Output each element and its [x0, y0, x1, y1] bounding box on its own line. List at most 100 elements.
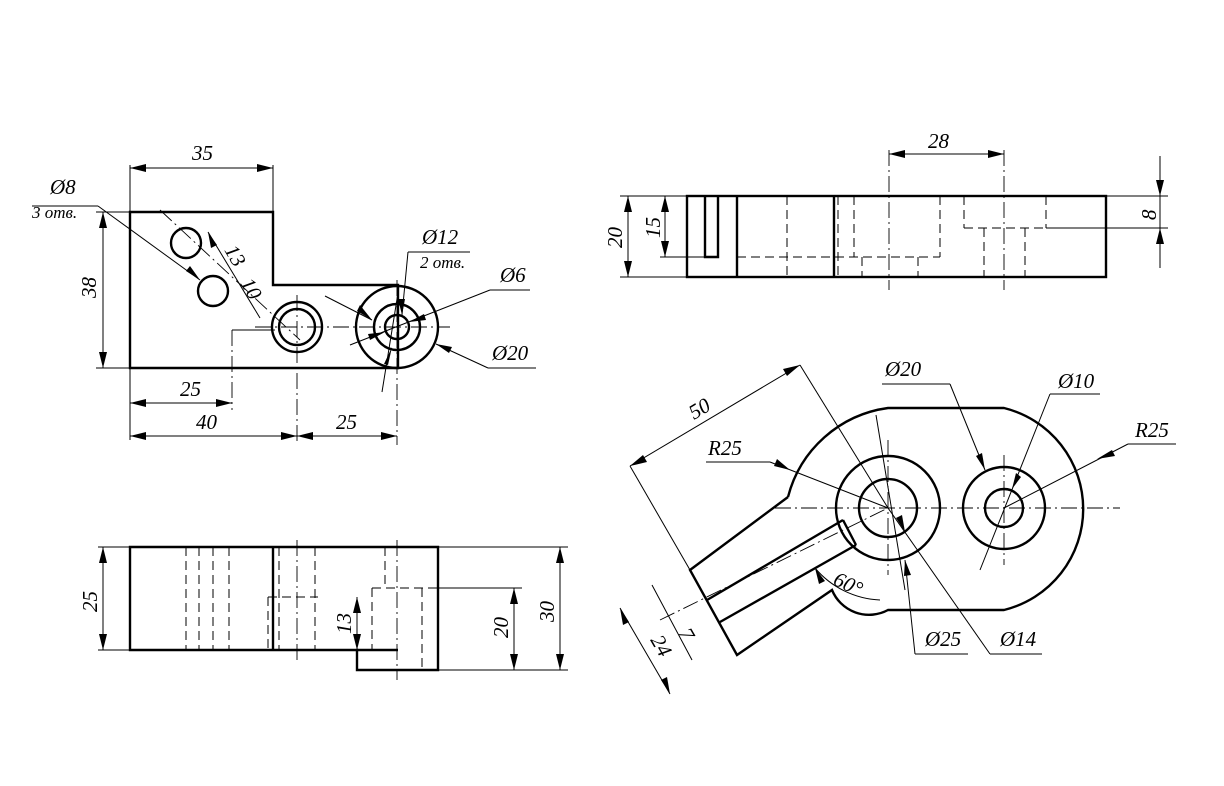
hole-1	[169, 226, 203, 260]
side-view: 28 20 15 8	[603, 129, 1168, 290]
arrowhead	[661, 677, 670, 694]
arrowhead	[353, 634, 361, 650]
arrowhead	[99, 547, 107, 563]
slot	[703, 196, 720, 259]
dim-10-label: 10	[236, 274, 268, 305]
r25-right-label: R25	[1134, 418, 1169, 442]
ext-line	[629, 465, 691, 571]
arrowhead	[661, 196, 669, 212]
dim-line-7	[651, 584, 693, 661]
dim-15-label: 15	[641, 217, 665, 238]
plan-view: 50 R25 Ø20 Ø10 R25 60° 7 24 Ø25	[619, 357, 1176, 695]
boss-dia-label: Ø20	[491, 341, 529, 365]
dim-line-13	[207, 231, 261, 319]
arrowhead	[297, 432, 313, 440]
dim-40-label: 40	[196, 410, 218, 434]
arrowhead	[556, 654, 564, 670]
bore-count-label: 2 отв.	[420, 253, 465, 272]
dim-35-label: 35	[191, 141, 213, 165]
r25-left-label: R25	[707, 436, 742, 460]
arrowhead	[99, 212, 107, 228]
arrowhead	[186, 266, 200, 280]
arrowhead	[398, 299, 405, 315]
dia-20-label: Ø20	[884, 357, 922, 381]
arrowhead	[510, 654, 518, 670]
dim-7-label: 7	[674, 624, 701, 646]
hole-dia-label: Ø8	[49, 175, 76, 199]
arrowhead	[510, 588, 518, 604]
arrowhead	[216, 399, 232, 407]
side-outline	[685, 194, 1108, 279]
leader-line	[875, 414, 906, 591]
arrowhead	[208, 232, 217, 248]
slot-end	[841, 519, 858, 546]
dim-30-label: 30	[535, 601, 559, 624]
arrowhead	[976, 453, 985, 470]
arrowhead	[381, 432, 397, 440]
dim-20-label: 20	[603, 227, 627, 249]
arrowhead	[904, 560, 911, 576]
slot-edge	[706, 518, 844, 602]
arrowhead	[783, 365, 800, 376]
inner-dia-label: Ø6	[499, 263, 526, 287]
plan-outline	[688, 406, 1085, 657]
dia-25-label: Ø25	[924, 627, 961, 651]
slot-edge	[719, 543, 857, 624]
arrowhead	[1156, 228, 1164, 244]
dim-24-label: 24	[646, 631, 678, 662]
bottom-view: 25 13 20 30	[78, 540, 568, 680]
arrowhead	[1097, 450, 1115, 459]
ext-line	[799, 364, 889, 509]
arrowhead	[353, 597, 361, 613]
arrowhead	[99, 352, 107, 368]
arrowhead	[624, 196, 632, 212]
dim-13-label: 13	[332, 613, 356, 634]
dim-25-label: 25	[78, 591, 102, 612]
hole-2	[196, 274, 230, 308]
leader-line	[904, 559, 916, 655]
leader-line	[381, 292, 399, 393]
dia-14-label: Ø14	[999, 627, 1037, 651]
bottom-outline	[128, 545, 440, 672]
arrowhead	[368, 332, 385, 340]
arrowhead	[436, 344, 452, 353]
hole-count-label: 3 отв.	[31, 203, 77, 222]
front-view: 35 38 Ø8 3 отв. 13 10 Ø12 2 отв. Ø6	[31, 141, 536, 445]
dia-10-label: Ø10	[1057, 369, 1095, 393]
arrowhead	[357, 305, 372, 320]
leader-line	[887, 507, 991, 655]
arrowhead	[896, 515, 905, 532]
dim-28-label: 28	[928, 129, 950, 153]
arrowhead	[661, 241, 669, 257]
dim-25b-label: 25	[336, 410, 357, 434]
arrowhead	[630, 455, 647, 466]
arrowhead	[815, 568, 825, 584]
angle-arc	[814, 567, 881, 601]
arrowhead	[409, 314, 426, 322]
arrowhead	[130, 399, 146, 407]
arrowhead	[1012, 473, 1021, 489]
arrowhead	[556, 547, 564, 563]
dim-line-50	[629, 364, 801, 467]
dim-38-label: 38	[77, 277, 101, 300]
arrowhead	[1156, 180, 1164, 196]
arrowhead	[889, 150, 905, 158]
centerline-slot	[659, 507, 889, 621]
leader-line	[97, 205, 201, 281]
arrowhead	[130, 432, 146, 440]
centerline-diag	[159, 209, 301, 341]
arrowhead	[257, 164, 273, 172]
arrowhead	[620, 608, 629, 625]
arrowhead	[624, 261, 632, 277]
arrowhead	[988, 150, 1004, 158]
leader-line	[769, 461, 889, 509]
dim-50-label: 50	[684, 393, 715, 425]
bore-dia-label: Ø12	[421, 225, 459, 249]
leader-line	[324, 295, 373, 321]
arrowhead	[384, 347, 392, 365]
dim-8-label: 8	[1137, 209, 1161, 220]
arrowhead	[774, 459, 790, 470]
arrowhead	[130, 164, 146, 172]
arrowhead	[99, 634, 107, 650]
